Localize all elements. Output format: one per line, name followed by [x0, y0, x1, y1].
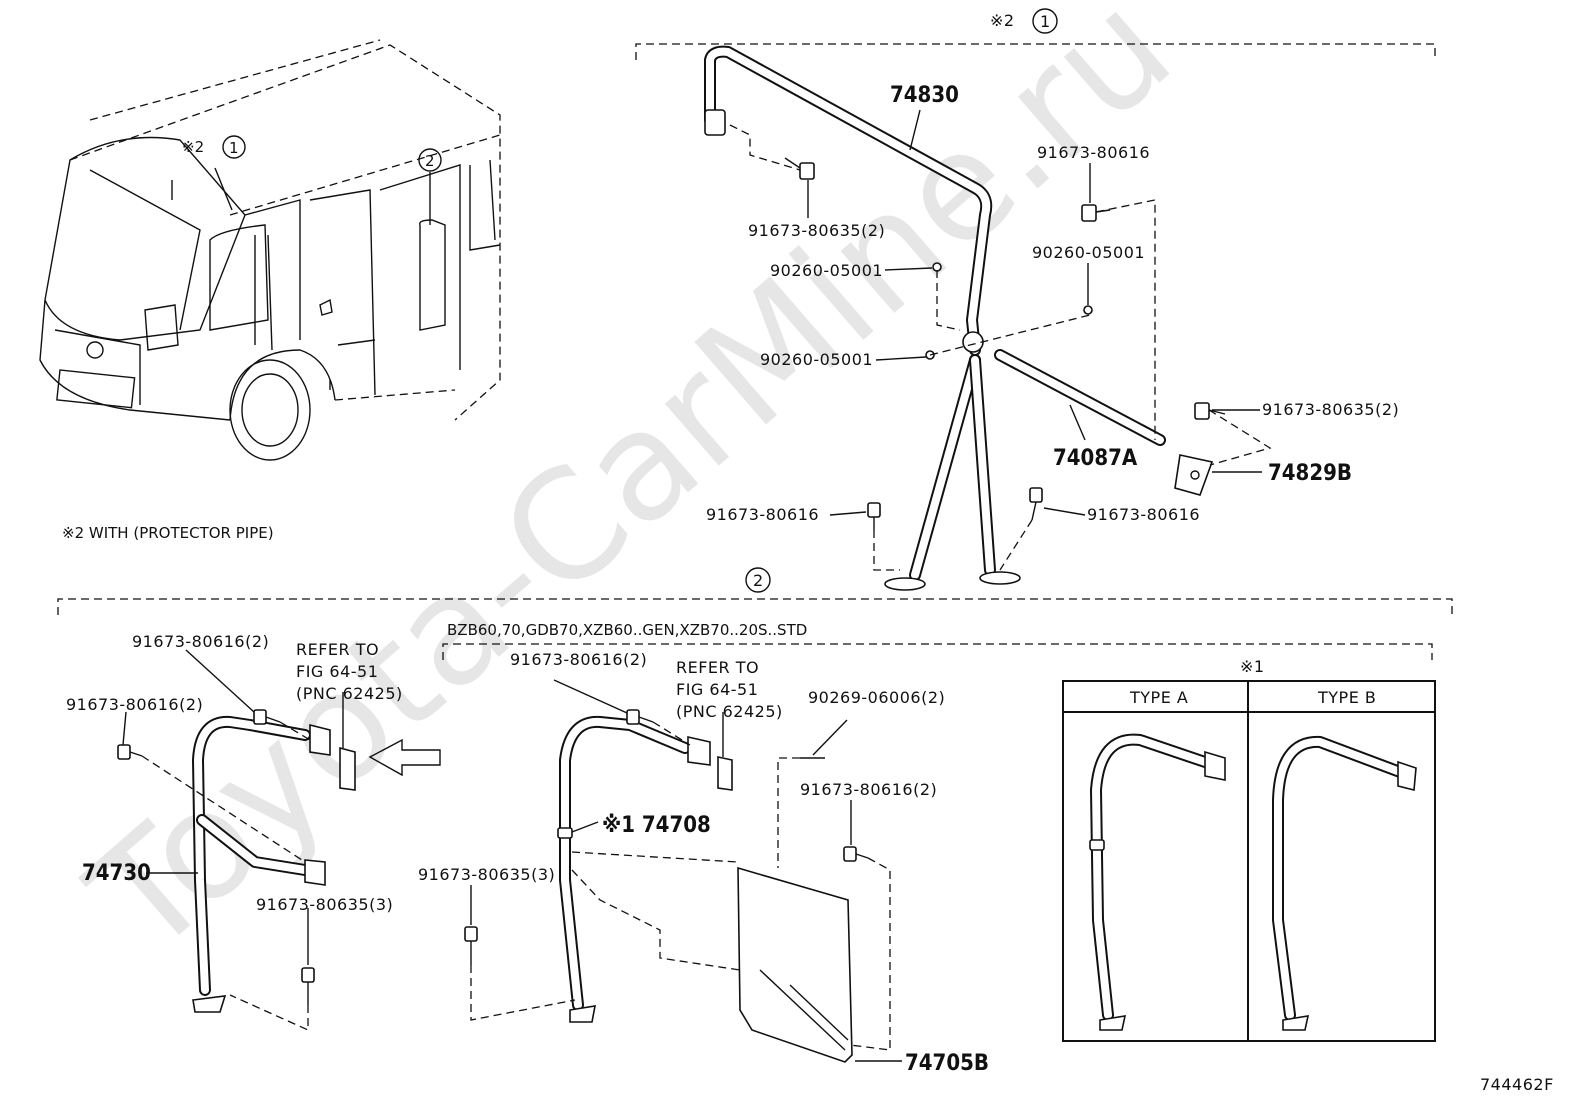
top-bracket-circle: 1 — [1040, 12, 1051, 31]
label-mid-refer3: (PNC 62425) — [676, 702, 783, 721]
label-90260-a: 90260-05001 — [770, 261, 883, 280]
label-91673-80616-c: 91673-80616 — [1087, 505, 1200, 524]
vehicle-callout-1: 1 — [229, 139, 239, 157]
label-left-91673-80616-2a: 91673-80616(2) — [132, 632, 269, 651]
variant-label: BZB60,70,GDB70,XZB60..GEN,XZB70..20S..ST… — [447, 621, 807, 639]
label-left-refer2: FIG 64-51 — [296, 662, 378, 681]
label-mid-refer2: FIG 64-51 — [676, 680, 758, 699]
pipe-assembly-74730 — [117, 649, 441, 1032]
label-91673-80635-b: 91673-80635(2) — [1262, 400, 1399, 419]
label-91673-80616-a: 91673-80616 — [1037, 143, 1150, 162]
label-90260-c: 90260-05001 — [760, 350, 873, 369]
label-74730: 74730 — [82, 861, 151, 886]
top-bracket-mark: ※2 — [990, 11, 1015, 30]
label-left-refer1: REFER TO — [296, 640, 379, 659]
label-left-91673-80616-2b: 91673-80616(2) — [66, 695, 203, 714]
label-mid-90269: 90269-06006(2) — [808, 688, 945, 707]
label-mid-91673-80616-2: 91673-80616(2) — [510, 650, 647, 669]
label-left-91673-80635-3: 91673-80635(3) — [256, 895, 393, 914]
label-74830: 74830 — [890, 83, 959, 108]
figure-id: 744462F — [1480, 1075, 1554, 1094]
label-mid-91673-80635-3: 91673-80635(3) — [418, 865, 555, 884]
type-b-header: TYPE B — [1317, 688, 1376, 707]
dashed-guides-top — [729, 124, 1272, 571]
protector-pipe-assembly — [704, 45, 1214, 591]
protector-pipe-note: ※2 WITH (PROTECTOR PIPE) — [62, 524, 274, 542]
section-2-bracket: 2 — [57, 567, 1453, 615]
pipe-assembly-74708 — [464, 679, 902, 1063]
label-90260-b: 90260-05001 — [1032, 243, 1145, 262]
variant-bracket: BZB60,70,GDB70,XZB60..GEN,XZB70..20S..ST… — [442, 621, 1433, 660]
label-91673-80635-a: 91673-80635(2) — [748, 221, 885, 240]
type-box-mark: ※1 — [1240, 657, 1265, 676]
vehicle-callout-2: 2 — [425, 152, 435, 170]
top-bracket: ※2 1 — [635, 8, 1436, 60]
section-2-circle: 2 — [753, 571, 764, 590]
label-74087A: 74087A — [1053, 446, 1138, 471]
vehicle-illustration: ※2 1 2 — [39, 39, 501, 461]
leaders-top — [807, 109, 1262, 516]
label-mid-91673-80616-2c: 91673-80616(2) — [800, 780, 937, 799]
type-variants-box: ※1 TYPE A TYPE B — [1062, 657, 1436, 1042]
type-a-header: TYPE A — [1129, 688, 1188, 707]
vehicle-callout-mark: ※2 — [182, 138, 204, 156]
label-74705B: 74705B — [905, 1051, 989, 1076]
label-left-refer3: (PNC 62425) — [296, 684, 403, 703]
label-74829B: 74829B — [1268, 461, 1352, 486]
label-mid-refer1: REFER TO — [676, 658, 759, 677]
label-91673-80616-b: 91673-80616 — [706, 505, 819, 524]
label-74708: ※1 74708 — [602, 813, 711, 838]
